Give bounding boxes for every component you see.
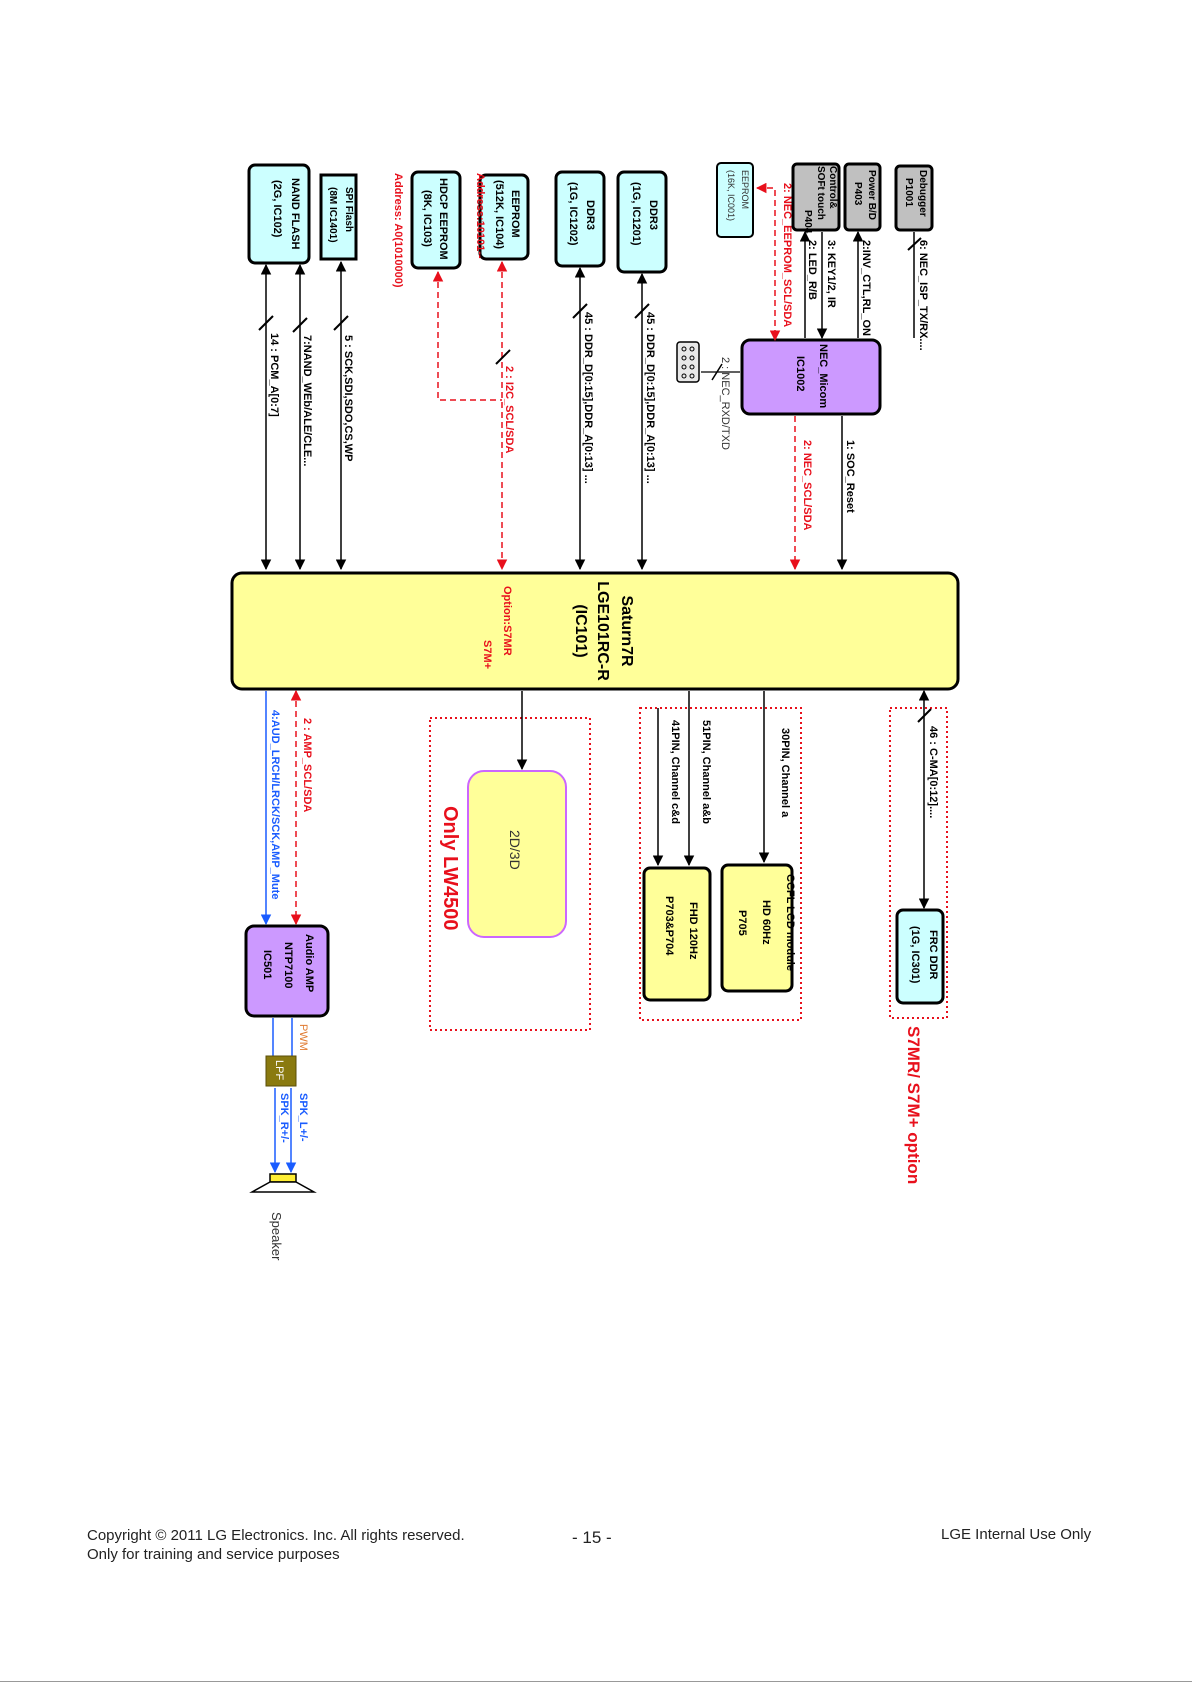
footer-copyright-block: Copyright © 2011 LG Electronics. Inc. Al… <box>87 1526 465 1564</box>
eeprom-line1: EEPROM <box>509 190 521 238</box>
micom-eeprom-line1: EEPROM <box>740 170 750 209</box>
signal-isp: 6: NEC_ISP_TX/RX.... <box>917 240 929 351</box>
power-bd-line1: Power B/D <box>866 170 877 220</box>
signal-spi: 5 : SCK,SDI,SDO,CS,WP <box>342 335 354 462</box>
lw4500-option-box: 2D/3D Only LW4500 <box>429 717 591 1031</box>
micom-eeprom-line2: (16K, IC001) <box>726 170 736 221</box>
debugger-line2: P1001 <box>903 178 914 207</box>
power-bd-line2: P403 <box>852 182 863 206</box>
spi-flash-chip: SPI Flash (8M IC1401) <box>319 173 358 261</box>
soc-option-line1: Option:S7MR <box>501 586 513 656</box>
nec-micom-chip: NEC_Micom IC1002 <box>740 338 882 416</box>
frc-ddr-line1: FRC DDR <box>927 930 939 980</box>
signal-key: 3: KEY1/2, IR <box>825 240 837 308</box>
footer-purpose: Only for training and service purposes <box>87 1546 340 1563</box>
lpf-label: LPF <box>273 1060 285 1080</box>
hdcp-address-label: Address: A0(1010000) <box>392 173 404 288</box>
signal-led: 2: LED_R/B <box>806 240 818 300</box>
signal-inv: 2:INV_CTL,RL_ON <box>860 240 872 336</box>
eeprom-chip: EEPROM (512K, IC104) <box>478 173 530 261</box>
speaker-label: Speaker <box>269 1212 284 1261</box>
soc-part: LGE101RC-R <box>594 581 611 681</box>
eeprom-line2: (512K, IC104) <box>493 180 505 249</box>
control-line3: P404 <box>802 210 813 234</box>
footer-copyright: Copyright © 2011 LG Electronics. Inc. Al… <box>87 1527 465 1544</box>
ccfl-lcd-module: CCFL LCD module HD 60Hz P705 <box>720 863 796 993</box>
audio-amp-line1: Audio AMP <box>303 934 315 992</box>
lpf-block: LPF <box>265 1055 297 1087</box>
audio-amp-line2: NTP7100 <box>282 942 294 988</box>
signal-pwm: PWM <box>297 1024 309 1051</box>
signal-aud: 4:AUD_LRCH/LRCK/SCK,AMP_Mute <box>269 710 281 899</box>
signal-30pin: 30PIN, Channel a <box>779 728 791 818</box>
signal-spk-l: SPK_L+/- <box>297 1093 309 1142</box>
micom-eeprom-chip: EEPROM (16K, IC001) <box>716 162 754 238</box>
ccfl-line3: P705 <box>736 910 748 936</box>
signal-nec-rxd: 2 : NEC_RXD/TXD <box>719 357 731 450</box>
ddr3-ic1201-line1: DDR3 <box>647 200 659 230</box>
control-softtouch-connector: Control& SOFt touch P404 <box>791 162 841 234</box>
ddr3-ic1202-chip: DDR3 (1G, IC1202) <box>554 170 606 268</box>
signal-nec-eeprom: 2: NEC_EEPROM_SCL/SDA <box>781 183 793 327</box>
ccfl-line1: CCFL LCD module <box>784 874 796 971</box>
lw4500-label: Only LW4500 <box>439 806 461 931</box>
frc-ddr-line2: (1G, IC301) <box>909 926 921 984</box>
s7m-option-box: FRC DDR (1G, IC301) <box>889 707 948 1019</box>
signal-ddr-b: 45 : DDR_D[0:15],DDR_A[0:13] ... <box>644 312 656 484</box>
signal-ddr-a: 45 : DDR_D[0:15],DDR_A[0:13] ... <box>582 312 594 484</box>
audio-amp-chip: Audio AMP NTP7100 IC501 <box>244 924 330 1018</box>
ddr3-ic1201-line2: (1G, IC1201) <box>630 182 642 246</box>
ddr3-ic1202-line2: (1G, IC1202) <box>567 182 579 246</box>
soc-ref: (IC101) <box>572 604 589 657</box>
ccfl-line2: HD 60Hz <box>760 900 772 945</box>
signal-nec-scl: 2: NEC_SCL/SDA <box>801 440 813 531</box>
debug-header-icon <box>676 341 700 383</box>
s7m-option-label: S7MR/ S7M+ option <box>904 1026 923 1184</box>
footer-internal-use: LGE Internal Use Only <box>941 1526 1092 1543</box>
power-bd-connector: Power B/D P403 <box>843 162 882 232</box>
debugger-connector: Debugger P1001 <box>894 164 934 232</box>
speaker-icon <box>249 1173 317 1193</box>
signal-cma: 46 : C-MA[0:12].... <box>927 726 939 818</box>
signal-soc-reset: 1: SOC_Reset <box>844 440 856 513</box>
hdcp-eeprom-line2: (8K, IC103) <box>421 190 433 247</box>
fhd-module: FHD 120Hz P703&P704 <box>642 866 712 1002</box>
signal-i2c: 2 : I2C_SCL/SDA <box>503 366 515 453</box>
fhd-line2: P703&P704 <box>663 896 675 956</box>
audio-amp-line3: IC501 <box>261 950 273 979</box>
footer-page-number: - 15 - <box>572 1528 612 1547</box>
eeprom-address-label: Address:10101-- <box>474 173 486 259</box>
signal-nand: 7:NAND_WEb/ALE/CLE... <box>301 335 313 466</box>
signal-pcm: 14 : PCM_A[0:7] <box>268 333 280 417</box>
soc-block: Saturn7R LGE101RC-R (IC101) Option:S7MR … <box>230 571 960 691</box>
control-line2: SOFt touch <box>815 166 826 220</box>
signal-41pin: 41PIN, Channel c&d <box>669 720 681 824</box>
soc-option-line2: S7M+ <box>481 640 493 669</box>
2d3d-label: 2D/3D <box>507 830 523 870</box>
ddr3-ic1202-line1: DDR3 <box>584 200 596 230</box>
spi-flash-line1: SPI Flash <box>343 187 354 232</box>
fhd-line1: FHD 120Hz <box>687 902 699 960</box>
nand-flash-chip: NAND FLASH (2G, IC102) <box>247 163 311 265</box>
micom-line1: NEC_Micom <box>817 344 829 408</box>
micom-line2: IC1002 <box>794 356 806 391</box>
signal-spk-r: SPK_R+/- <box>278 1093 290 1143</box>
spi-flash-line2: (8M IC1401) <box>327 187 338 243</box>
hdcp-eeprom-line1: HDCP EEPROM <box>437 178 449 260</box>
signal-51pin: 51PIN, Channel a&b <box>700 720 712 824</box>
page-bottom-rule <box>0 1681 1192 1682</box>
nand-flash-line1: NAND FLASH <box>289 178 301 250</box>
control-line1: Control& <box>827 166 838 209</box>
signal-amp-scl: 2 : AMP_SCL/SDA <box>301 718 313 812</box>
lcd-group-box <box>639 707 802 1021</box>
nand-flash-line2: (2G, IC102) <box>271 180 283 238</box>
ddr3-ic1201-chip: DDR3 (1G, IC1201) <box>616 170 668 274</box>
soc-name: Saturn7R <box>618 595 635 667</box>
hdcp-eeprom-chip: HDCP EEPROM (8K, IC103) <box>410 170 462 270</box>
debugger-line1: Debugger <box>917 170 928 217</box>
